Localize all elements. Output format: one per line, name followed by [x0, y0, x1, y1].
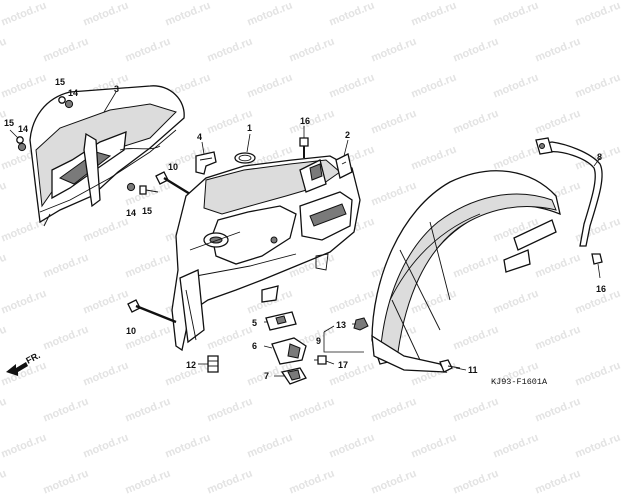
callout-10-upper: 10 — [168, 162, 178, 172]
callout-9: 9 — [316, 336, 321, 346]
part-1-ring — [234, 152, 256, 164]
callout-labels: 3 15 14 15 14 14 15 10 4 1 16 2 8 16 10 … — [4, 77, 606, 381]
callout-14-mid: 14 — [126, 208, 136, 218]
watermark-text: motod.ru — [205, 467, 255, 497]
callout-14-top: 14 — [68, 88, 78, 98]
callout-12: 12 — [186, 360, 196, 370]
bolt-10-lower — [127, 299, 177, 324]
leader-lines — [9, 91, 601, 377]
watermark-text: motod.ru — [41, 467, 91, 497]
part-4-grommet — [195, 151, 217, 175]
callout-14-left: 14 — [18, 124, 28, 134]
direction-label: FR. — [24, 350, 41, 366]
callout-16-upper: 16 — [300, 116, 310, 126]
watermark-text: motod.ru — [533, 467, 583, 497]
callout-16-right: 16 — [596, 284, 606, 294]
bolt-10-upper — [155, 171, 191, 196]
callout-15-top: 15 — [55, 77, 65, 87]
screw-17 — [314, 355, 327, 365]
diagram-code: KJ93-F1601A — [491, 377, 548, 387]
direction-arrow: FR. — [6, 350, 42, 376]
callout-11: 11 — [468, 365, 478, 375]
callout-15-left: 15 — [4, 118, 14, 128]
callout-5: 5 — [252, 318, 257, 328]
watermark-text: motod.ru — [287, 467, 337, 497]
watermark-text: motod.ru — [369, 467, 419, 497]
part-8-stay — [535, 137, 603, 247]
callout-7: 7 — [264, 371, 269, 381]
callout-1: 1 — [247, 123, 252, 133]
air-cleaner-case — [171, 155, 361, 352]
callout-13: 13 — [336, 320, 346, 330]
bolt-11 — [439, 359, 461, 373]
callout-15-mid: 15 — [142, 206, 152, 216]
callout-2: 2 — [345, 130, 350, 140]
parts-diagram: FR. 3 15 14 15 14 14 15 10 4 1 16 2 8 16… — [4, 77, 606, 387]
hardware-14-15-top — [16, 96, 159, 195]
callout-4: 4 — [197, 132, 202, 142]
callout-17: 17 — [338, 360, 348, 370]
nut-13 — [353, 317, 369, 331]
clip-6 — [271, 337, 307, 365]
clip-5 — [265, 311, 297, 331]
part-3-cover — [29, 85, 185, 227]
watermark-text: motod.ru — [123, 467, 173, 497]
callout-10-lower: 10 — [126, 326, 136, 336]
clip-7 — [280, 367, 307, 385]
callout-3: 3 — [114, 84, 119, 94]
bolt-16-upper — [299, 137, 309, 158]
watermark-text: motod.ru — [451, 467, 501, 497]
rear-fender — [371, 170, 561, 373]
callout-6: 6 — [252, 341, 257, 351]
bolt-12 — [207, 355, 219, 373]
bolt-16-right — [591, 253, 603, 265]
callout-8: 8 — [597, 152, 602, 162]
watermark-text: motod.ru — [0, 467, 9, 497]
